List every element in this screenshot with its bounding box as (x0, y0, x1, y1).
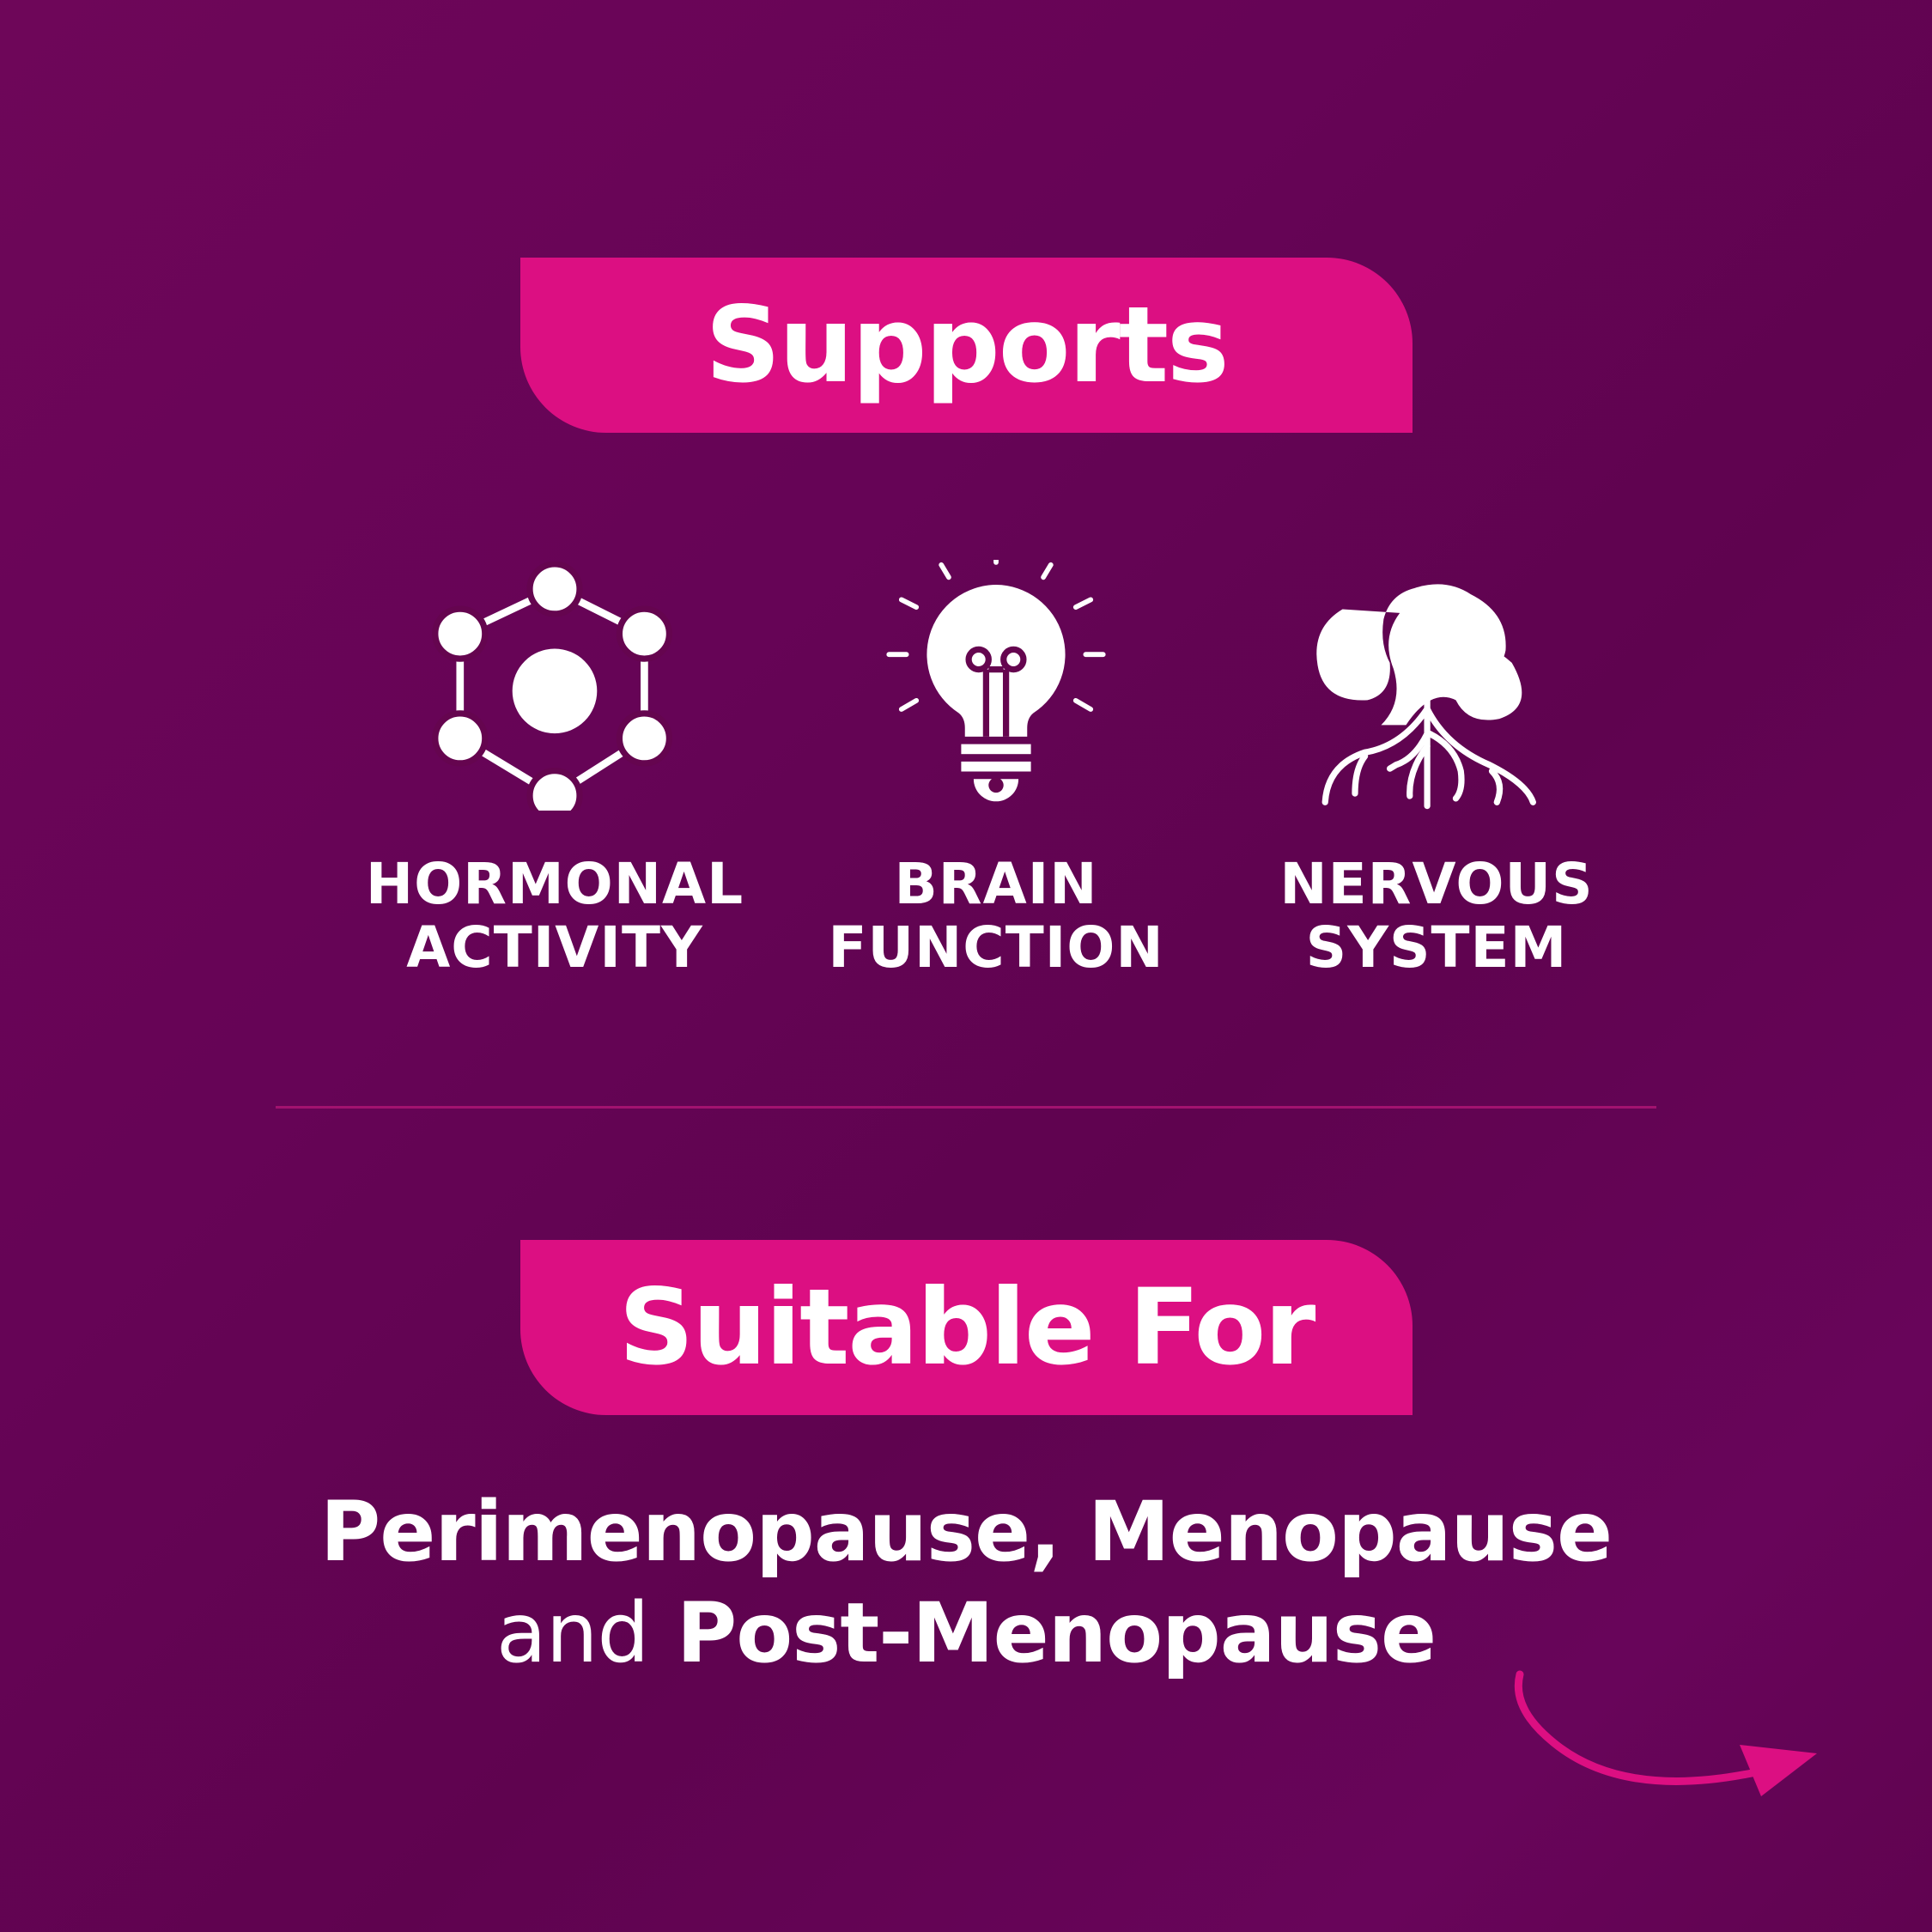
supports-banner: Supports (520, 258, 1413, 433)
divider (276, 1106, 1656, 1109)
lightbulb-icon (886, 560, 1106, 802)
molecule-icon (432, 562, 673, 811)
suitable-heading: Suitable For (618, 1267, 1316, 1388)
curved-arrow-icon (1514, 1670, 1817, 1796)
supports-heading: Supports (705, 284, 1229, 406)
brain-tree-icon (1316, 584, 1536, 810)
hormonal-activity-label: HORMONAL ACTIVITY (365, 851, 744, 981)
nervous-system-label: NERVOUS SYSTEM (1279, 851, 1594, 981)
suitable-line-2: and Post-Menopause (495, 1585, 1437, 1681)
suitable-line-1: Perimenopause, Menopause (319, 1484, 1613, 1580)
brain-function-label: BRAIN FUNCTION (828, 851, 1164, 981)
suitable-banner: Suitable For (520, 1240, 1413, 1415)
